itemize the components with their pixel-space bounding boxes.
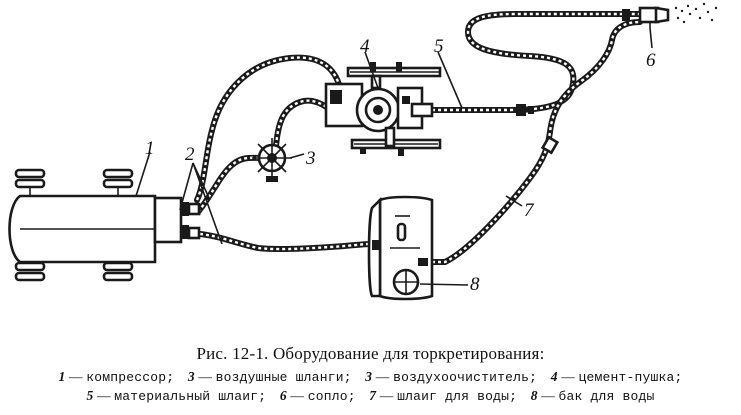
cement-gun [324, 62, 442, 156]
label-nozzle: 6 [646, 50, 656, 71]
hose-couplings [516, 9, 630, 155]
label-air-hoses: 2 [185, 144, 195, 165]
legend-item: 3 — воздушные шланги; [187, 369, 352, 385]
spray [674, 2, 718, 24]
air-cleaner [252, 138, 292, 182]
legend-item: 4 — цемент-пушка; [550, 369, 683, 385]
legend-item: 3 — воздухоочиститель; [365, 369, 538, 385]
legend-item: 5 — материальный шлаиг; [86, 388, 267, 404]
legend-line-1: 1 — компрессор; 3 — воздушные шланги; 3 … [0, 369, 741, 385]
legend-item: 6 — сопло; [279, 388, 356, 404]
label-material-hose: 5 [434, 36, 444, 57]
legend-item: 7 — шлаиг для воды; [369, 388, 518, 404]
figure-caption: Рис. 12-1. Оборудование для торкретирова… [196, 344, 545, 363]
leader-lines [135, 27, 653, 286]
label-water-tank: 8 [470, 274, 480, 295]
nozzle [638, 2, 718, 28]
label-compressor: 1 [145, 138, 155, 159]
air-hose-cleaner-to-gun [273, 97, 331, 149]
label-air-cleaner: 3 [305, 148, 316, 169]
label-water-hose: 7 [524, 200, 535, 221]
equipment-diagram: 1 2 3 4 5 6 7 8 [8, 2, 718, 301]
material-hose [429, 11, 643, 113]
legend-line-2: 5 — материальный шлаиг; 6 — сопло; 7 — ш… [0, 388, 741, 404]
compressor-wheels [14, 168, 134, 282]
compressor [8, 168, 201, 282]
number-labels: 1 2 3 4 5 6 7 8 [145, 36, 656, 295]
legend-item: 1 — компрессор; [58, 369, 175, 385]
label-cement-gun: 4 [360, 36, 370, 57]
water-tank [367, 195, 434, 301]
legend-item: 8 — бак для воды [530, 388, 655, 404]
